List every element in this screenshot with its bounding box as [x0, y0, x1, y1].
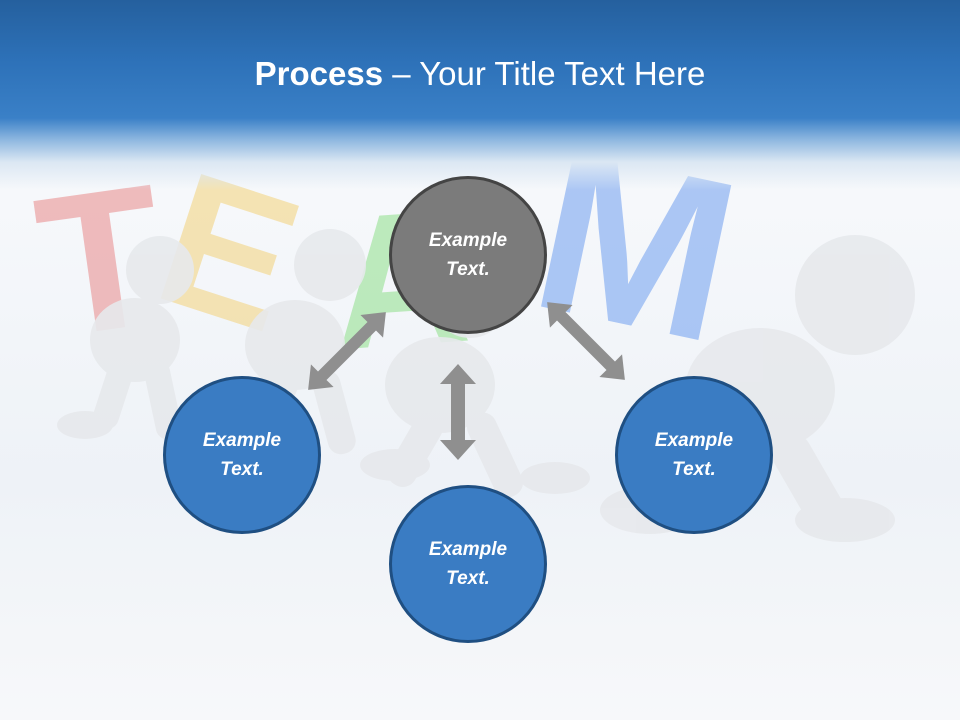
arrow-top-left — [308, 312, 386, 390]
title-bold: Process — [254, 55, 384, 92]
node-left-label: Example Text. — [202, 430, 282, 480]
node-right: Example Text. — [615, 376, 773, 534]
node-bottom-label: Example Text. — [428, 539, 508, 589]
node-bottom: Example Text. — [389, 485, 547, 643]
node-right-label: Example Text. — [654, 430, 734, 480]
node-top: Example Text. — [389, 176, 547, 334]
node-top-label: Example Text. — [428, 230, 508, 280]
page-title: Process – Your Title Text Here — [0, 52, 960, 96]
arrow-top-right — [547, 302, 625, 380]
title-separator: – — [383, 55, 420, 92]
node-left: Example Text. — [163, 376, 321, 534]
title-rest: Your Title Text Here — [419, 55, 706, 92]
arrow-top-bottom — [440, 364, 476, 460]
title-bar — [0, 0, 960, 190]
